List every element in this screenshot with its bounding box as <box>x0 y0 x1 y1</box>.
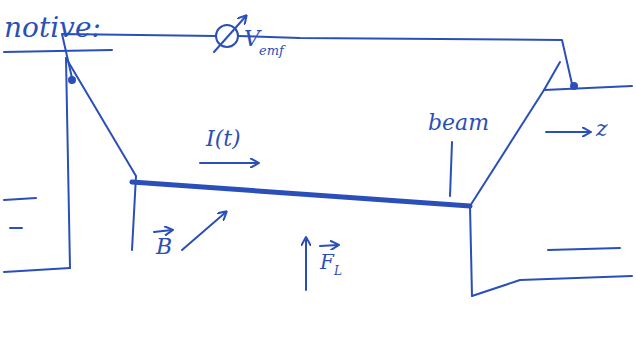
leader-line <box>450 142 452 196</box>
current-arrow <box>200 162 258 164</box>
rail <box>66 58 136 250</box>
vector-mark <box>154 230 172 232</box>
force-subscript: L <box>334 265 342 277</box>
axis-label: z <box>596 118 608 140</box>
rail <box>66 58 70 268</box>
field-arrow <box>182 212 226 250</box>
rail <box>544 86 632 90</box>
part-name: beam <box>428 112 489 134</box>
force-arrow <box>305 238 307 290</box>
rail <box>4 268 70 272</box>
rail <box>4 198 36 200</box>
meter-subscript: emf <box>259 44 284 57</box>
meter-arrow <box>214 16 246 52</box>
meter-label: V <box>244 28 260 50</box>
rail <box>472 276 632 296</box>
terminal <box>69 77 75 83</box>
force-label: F <box>320 252 334 272</box>
beam <box>132 182 470 206</box>
current-label: I(t) <box>206 128 241 150</box>
rail <box>10 227 22 229</box>
axis-arrow <box>546 131 590 133</box>
rail <box>470 206 472 296</box>
underline <box>4 50 112 52</box>
wire <box>238 36 572 84</box>
vector-mark <box>320 245 338 246</box>
rail <box>548 248 620 250</box>
field-label: B <box>156 236 172 258</box>
rail <box>470 62 560 206</box>
heading-text: notive: <box>4 14 101 42</box>
